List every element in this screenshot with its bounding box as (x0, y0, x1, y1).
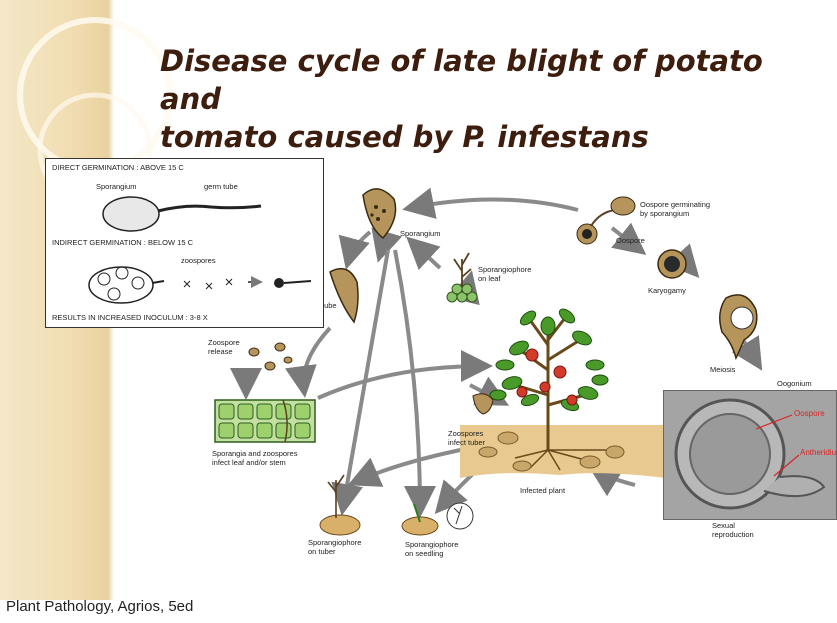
label-infect-1: Sporangia and zoospores (212, 449, 298, 458)
citation-footer: Plant Pathology, Agrios, 5ed (6, 598, 193, 615)
label-zoospore-release-2: release (208, 347, 233, 356)
label-sp-seedling-1: Sporangiophore (405, 540, 458, 549)
label-sporangium: Sporangium (400, 229, 440, 238)
label-sp-tuber-2: on tuber (308, 547, 336, 556)
inset-sporangium-direct (103, 197, 261, 231)
label-infect-2: infect leaf and/or stem (212, 458, 286, 467)
label-oospore-germ-2: by sporangium (640, 209, 689, 218)
inset-germ-tube-label: germ tube (204, 182, 238, 191)
label-sp-seedling-2: on seedling (405, 549, 443, 558)
label-zoospores-tuber-1: Zoospores (448, 429, 484, 438)
label-meiosis: Meiosis (710, 365, 736, 374)
label-tube: tube (322, 301, 337, 310)
sporangiophore-leaf (447, 253, 477, 302)
label-sp-tuber-1: Sporangiophore (308, 538, 361, 547)
label-sporangiophore-leaf-1: Sporangiophore (478, 265, 531, 274)
label-oospore-germ-1: Oospore germinating (640, 200, 710, 209)
germination-inset: DIRECT GERMINATION : ABOVE 15 C Sporangi… (45, 158, 324, 328)
inset-direct-label: DIRECT GERMINATION : ABOVE 15 C (52, 163, 184, 172)
zoospore-release (249, 343, 292, 370)
oospore (658, 250, 686, 278)
sporangium-top (363, 189, 396, 238)
label-oogonium: Oogonium (777, 379, 812, 388)
inset-zoospores-label: zoospores (181, 256, 216, 265)
label-sexual-2: reproduction (712, 530, 754, 539)
label-zoospores-tuber-2: infect tuber (448, 438, 486, 447)
inset-indirect-label: INDIRECT GERMINATION : BELOW 15 C (52, 238, 194, 247)
inset-results-label: RESULTS IN INCREASED INOCULUM : 3-8 X (52, 313, 208, 322)
micro-antheridium-label: Antheridiu (800, 448, 836, 457)
label-infected-plant: Infected plant (520, 486, 566, 495)
label-oospore: Oospore (616, 236, 645, 245)
label-zoospore-release-1: Zoospore (208, 338, 240, 347)
leaf-cell-tissue (215, 400, 315, 442)
oospore-micrograph: Oospore Antheridiu (663, 390, 837, 520)
label-sexual-1: Sexual (712, 521, 735, 530)
label-sporangiophore-leaf-2: on leaf (478, 274, 501, 283)
micrograph-drawing: Oospore Antheridiu (664, 391, 836, 519)
sporangiophore-seedling (402, 503, 473, 535)
sporangium-tuber-small (473, 394, 493, 414)
micro-oospore-label: Oospore (794, 409, 825, 418)
sporangiophore-tuber (320, 475, 360, 535)
label-karyogamy: Karyogamy (648, 286, 686, 295)
oogonium-meiosis (720, 295, 757, 358)
inset-sporangium-indirect (89, 267, 311, 303)
inset-sporangium-label: Sporangium (96, 182, 136, 191)
inset-diagram: DIRECT GERMINATION : ABOVE 15 C Sporangi… (46, 159, 323, 327)
sporangium-tube (330, 269, 358, 322)
